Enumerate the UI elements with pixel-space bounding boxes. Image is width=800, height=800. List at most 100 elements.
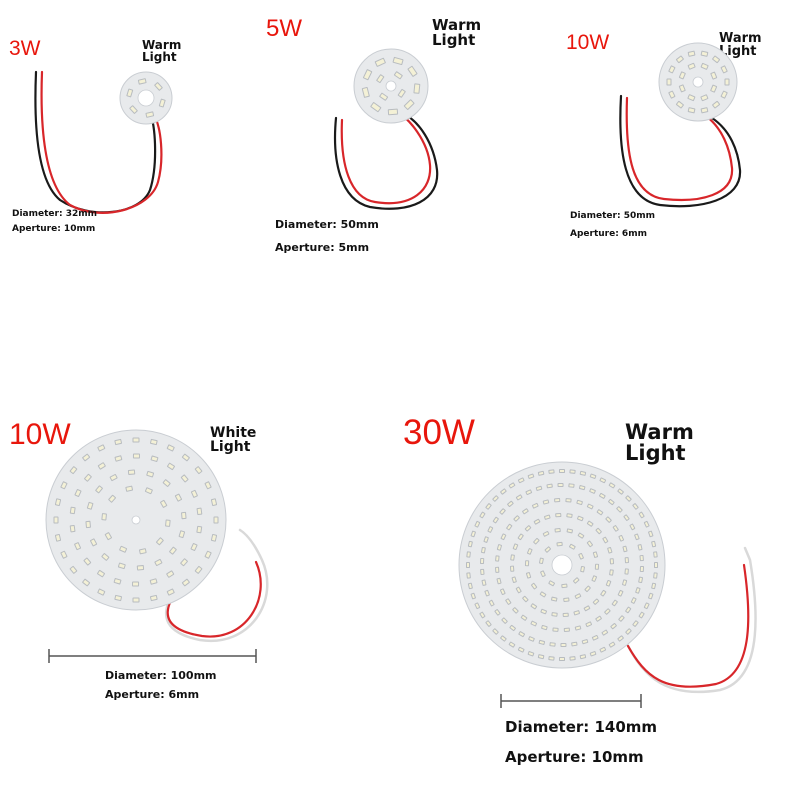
led-chip (710, 84, 718, 93)
led-chip (483, 536, 489, 543)
led-chip (612, 525, 619, 532)
led-chip (700, 94, 709, 102)
led-chip (604, 608, 611, 615)
led-chip (648, 530, 654, 538)
led-chip (481, 579, 487, 586)
led-chip (605, 579, 612, 587)
led-chip (113, 578, 122, 585)
led-chip (169, 546, 177, 555)
led-chip (508, 641, 516, 648)
led-chip (515, 494, 523, 501)
led-chip (101, 513, 107, 521)
led-chip (609, 569, 614, 576)
led-chip (535, 485, 543, 491)
led-chip (467, 582, 473, 590)
led-chip (194, 565, 203, 574)
led-chip (700, 50, 709, 57)
led-chip (126, 88, 134, 98)
led-chip (165, 519, 171, 527)
led-chip (149, 438, 158, 446)
led-chip (566, 528, 574, 534)
led-chip (54, 533, 62, 542)
led-chip (569, 543, 576, 550)
led-chip (524, 525, 532, 532)
led-chip (190, 543, 198, 551)
led-chip (117, 562, 126, 570)
led-chip (600, 589, 607, 597)
led-chip (97, 462, 106, 470)
led-chip (720, 65, 728, 74)
led-chip (635, 587, 641, 594)
led-chip (180, 558, 188, 567)
led-chip (474, 602, 481, 610)
led-chip (581, 639, 589, 645)
led-chip (668, 65, 676, 74)
power-label: 30W (403, 413, 475, 452)
led-chip (579, 654, 587, 660)
led-chip (687, 62, 696, 70)
led-chip (69, 466, 78, 475)
led-chip (53, 516, 59, 524)
led-chip (601, 629, 609, 636)
led-chip (125, 485, 133, 492)
red-wire (40, 70, 163, 214)
led-chip (520, 614, 528, 621)
led-chip (596, 509, 604, 516)
led-chip (512, 543, 519, 551)
led-chip (561, 583, 568, 589)
led-chip (495, 555, 500, 562)
led-chip (492, 495, 499, 502)
led-chip (499, 588, 506, 596)
led-chip (145, 111, 155, 118)
led-chip (522, 508, 529, 515)
led-chip (576, 499, 583, 505)
led-chip (484, 589, 490, 597)
led-chip (379, 92, 389, 101)
led-chip (149, 594, 158, 602)
red-wire (626, 563, 750, 688)
led-chip (577, 532, 585, 539)
led-chip (546, 483, 553, 489)
led-chip (499, 508, 506, 515)
power-label: 5W (266, 15, 302, 42)
light-label: Warm Light (719, 31, 762, 59)
led-chip (89, 538, 98, 547)
led-chip (556, 541, 563, 547)
led-chip (617, 635, 624, 642)
led-chip (554, 498, 561, 503)
led-chip (95, 485, 103, 494)
led-chip (586, 540, 593, 548)
led-chip (531, 582, 538, 590)
led-chip (589, 488, 596, 494)
led-chip (720, 90, 728, 99)
light-label: Warm Light (142, 38, 182, 64)
led-chip (528, 636, 535, 642)
black-wire (619, 94, 742, 208)
led-chip (108, 494, 116, 503)
light-label: Warm Light (432, 16, 482, 49)
led-chip (500, 488, 507, 495)
led-chip (586, 520, 594, 527)
led-chip (506, 523, 513, 531)
led-chip (392, 56, 404, 66)
led-chip (104, 532, 112, 541)
led-chip (479, 557, 485, 565)
led-chip (548, 580, 555, 587)
led-chip (181, 578, 190, 587)
led-chip (610, 622, 617, 630)
led-chip (362, 69, 373, 81)
center-hole (551, 554, 573, 576)
led-chip (83, 557, 92, 566)
led-chip (675, 100, 684, 109)
led-chip (586, 503, 594, 510)
led-chip (609, 558, 615, 565)
led-chip (643, 602, 650, 610)
led-chip (712, 100, 721, 109)
led-chip (583, 605, 591, 612)
led-chip (608, 482, 616, 489)
led-chip (517, 646, 525, 653)
led-chip (622, 545, 628, 553)
led-chip (500, 635, 507, 642)
led-chip (618, 615, 625, 622)
